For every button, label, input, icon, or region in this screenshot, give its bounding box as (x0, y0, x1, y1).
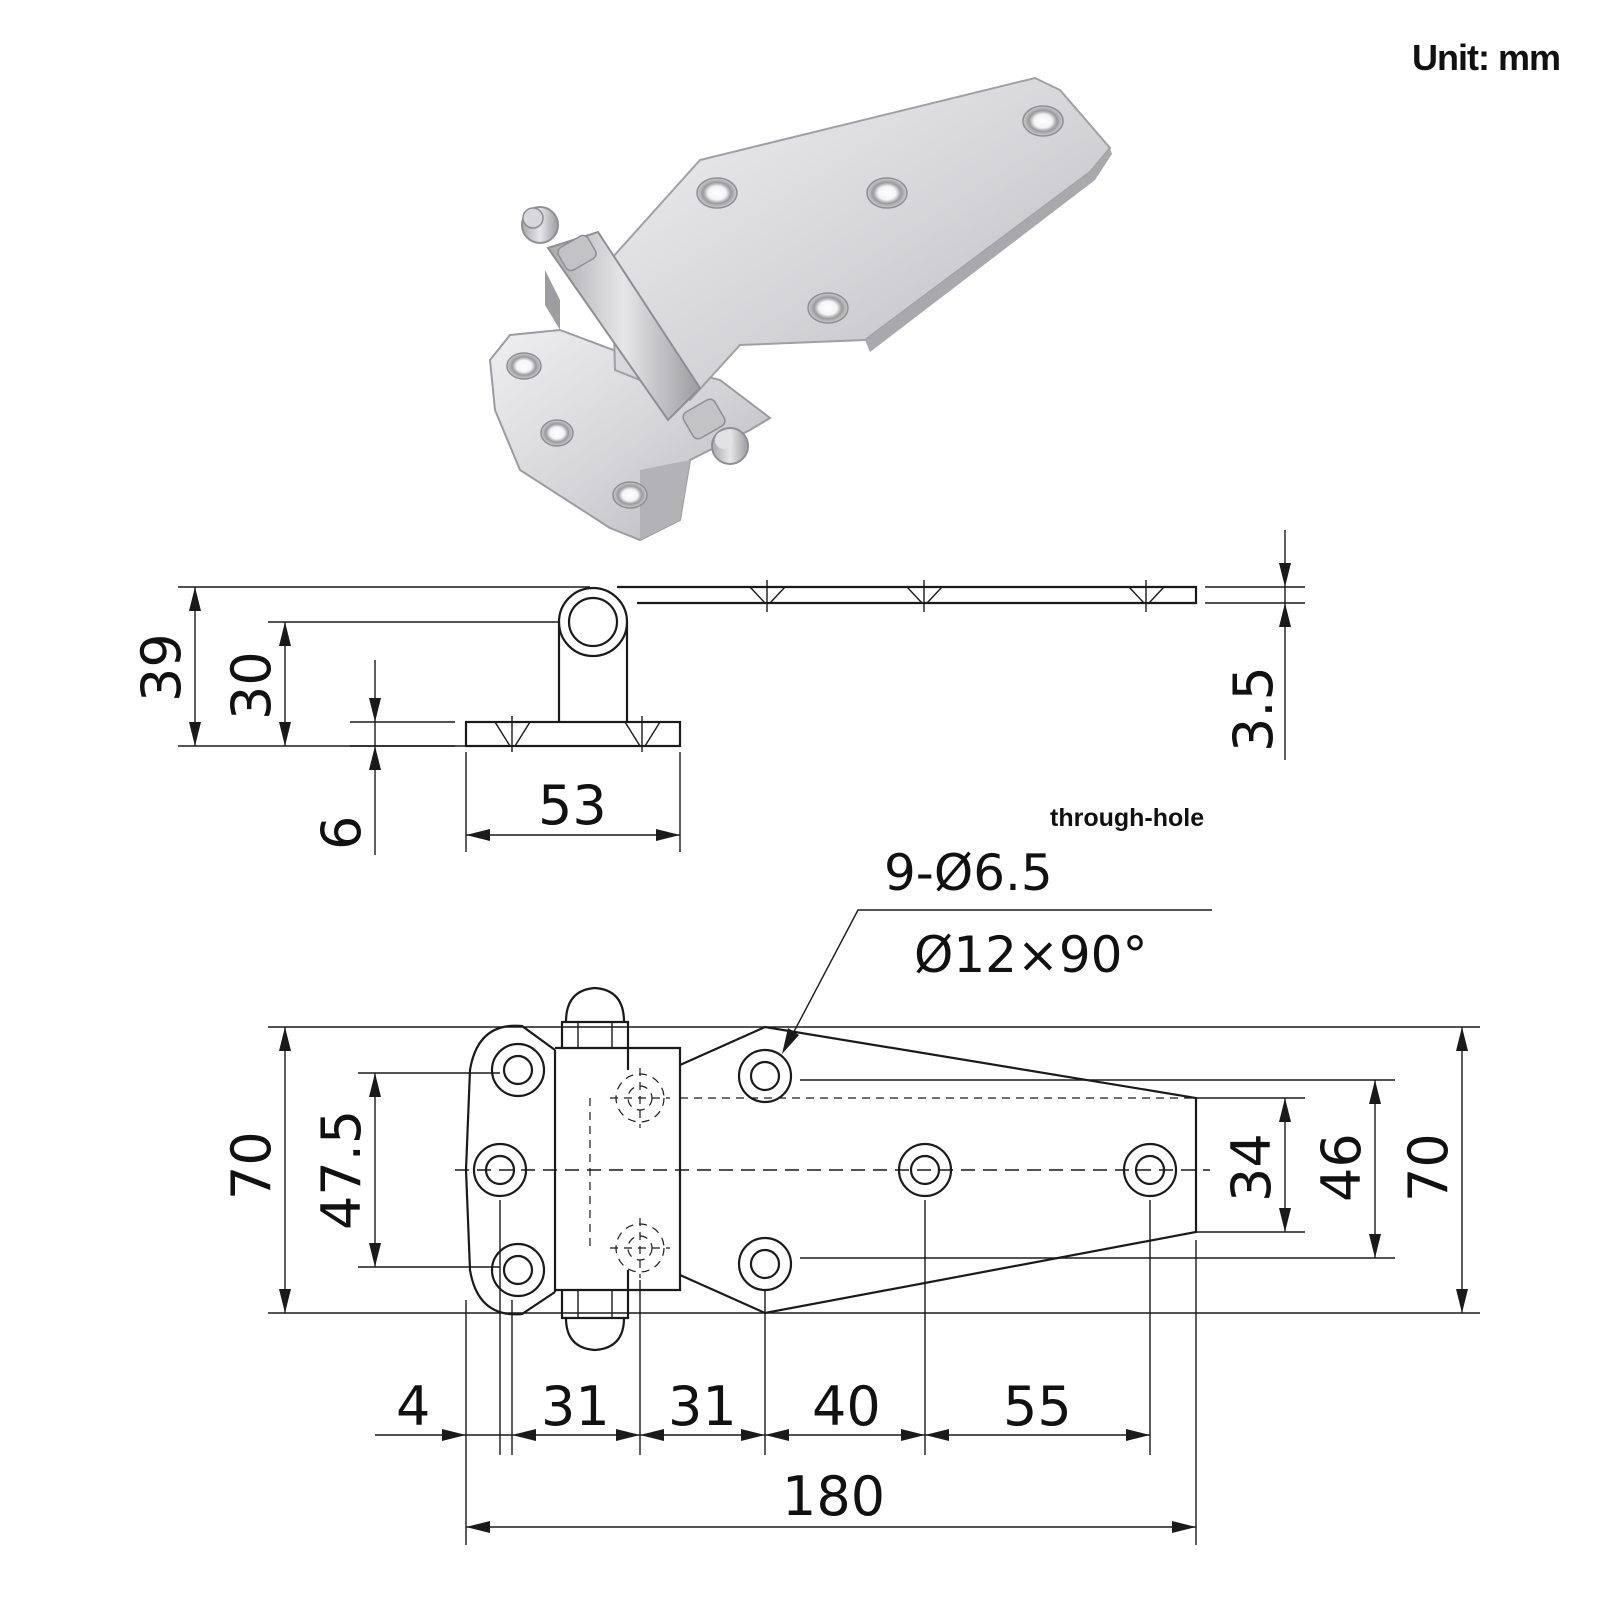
unit-label: Unit: mm (1412, 37, 1560, 78)
dim-right-inner-pitch: 34 (1220, 1133, 1283, 1202)
hinge-product-photo (488, 76, 1112, 542)
dim-left-hole-pitch: 47.5 (310, 1110, 373, 1230)
dim-spacing-55: 55 (1003, 1375, 1072, 1438)
dim-spacing-31-b: 31 (668, 1375, 737, 1438)
dim-spacing-40: 40 (812, 1375, 881, 1438)
side-view: 39 30 6 53 3.5 (130, 530, 1305, 855)
through-hole-label: through-hole (1050, 804, 1204, 832)
dim-right-height: 70 (1397, 1133, 1460, 1202)
dim-base-thickness: 6 (310, 816, 373, 850)
dim-overall-length: 180 (782, 1465, 885, 1528)
base-holes (472, 1042, 546, 1298)
dim-base-width: 53 (538, 774, 607, 837)
dim-right-outer-pitch: 46 (1310, 1133, 1373, 1202)
dim-offset-4: 4 (396, 1375, 430, 1438)
dim-left-height: 70 (220, 1131, 283, 1200)
dim-spacing-31-a: 31 (541, 1375, 610, 1438)
leaf-holes (737, 1048, 1178, 1292)
dim-overall-height: 39 (130, 633, 193, 702)
hole-spec-label: 9-Ø6.5 (884, 844, 1053, 902)
dim-leaf-thickness: 3.5 (1222, 666, 1285, 752)
dim-pin-center-height: 30 (220, 651, 283, 720)
countersink-spec-label: Ø12×90° (914, 926, 1148, 984)
top-view: through-hole 9-Ø6.5 Ø12×90° 70 47.5 34 4… (220, 804, 1480, 1545)
